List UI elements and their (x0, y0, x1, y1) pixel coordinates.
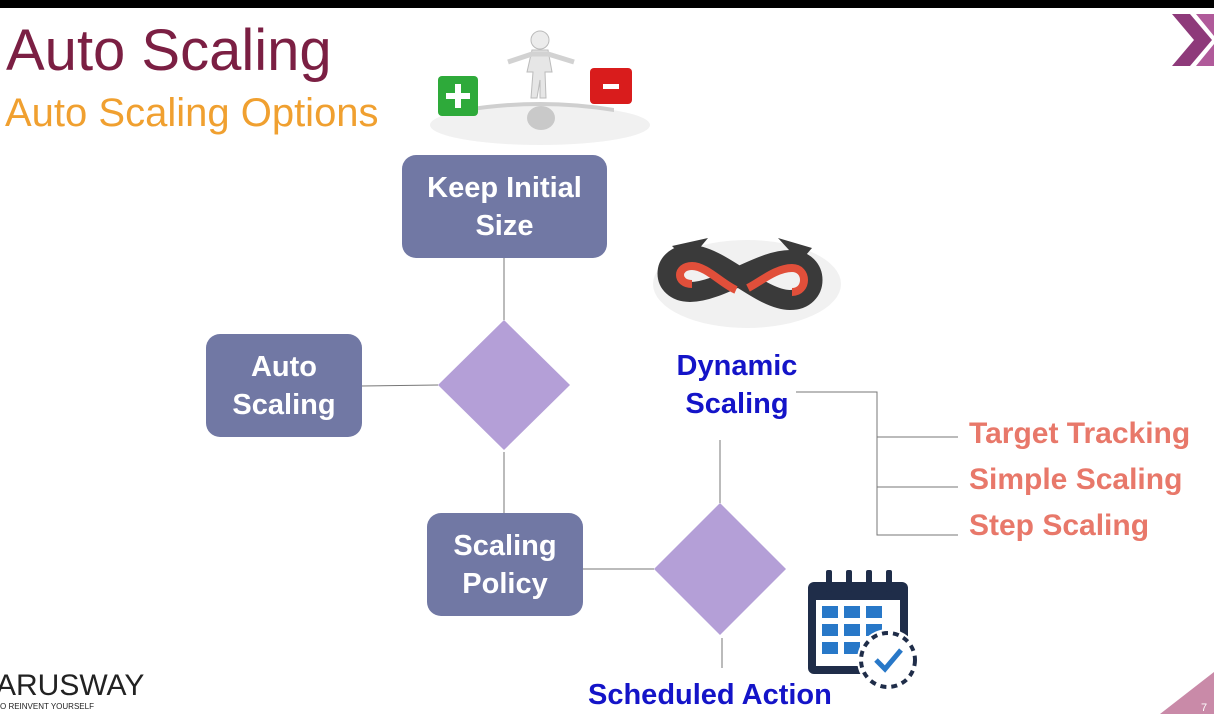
scheduled-action-label: Scheduled Action (588, 679, 832, 711)
connector-auto-to-decision (360, 384, 439, 387)
brand-logo: ARUSWAY (0, 669, 145, 702)
auto-scaling-node: Auto Scaling (206, 334, 362, 437)
top-bar (0, 0, 1214, 8)
decision-diamond-bottom (654, 503, 786, 635)
option-target-tracking: Target Tracking (969, 417, 1191, 450)
dynamic-scaling-label: Dynamic Scaling (676, 350, 798, 420)
infinity-arrows-icon (653, 238, 841, 328)
brand-tagline: O REINVENT YOURSELF (0, 702, 94, 711)
page-title: Auto Scaling (6, 18, 332, 83)
double-chevron-icon (1172, 14, 1214, 66)
calendar-clock-icon (808, 570, 919, 691)
scaling-policy-node: Scaling Policy (427, 513, 583, 616)
connector-lines (360, 257, 958, 668)
decision-diamond-top (438, 320, 570, 450)
connector-dynamic-bracket (796, 391, 958, 536)
keep-initial-size-node: Keep Initial Size (402, 155, 607, 258)
page-corner (1160, 672, 1214, 714)
balance-scale-icon (430, 30, 650, 145)
page-subtitle: Auto Scaling Options (5, 91, 379, 135)
page-number: 7 (1201, 702, 1208, 714)
option-step-scaling: Step Scaling (969, 509, 1150, 542)
option-simple-scaling: Simple Scaling (969, 463, 1183, 496)
